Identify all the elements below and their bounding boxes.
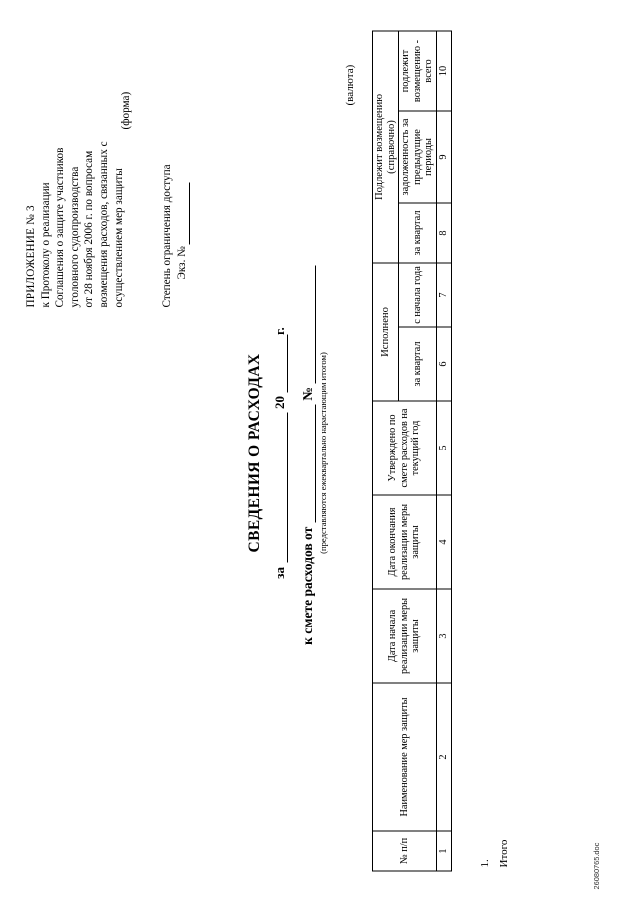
column-number-5: 5	[436, 400, 452, 495]
estimate-date-field[interactable]	[303, 404, 316, 523]
estimate-label: к смете расходов от	[300, 526, 315, 645]
currency-note: (валюта)	[344, 64, 356, 105]
appendix-line-1: к Протоколу о реализации	[39, 181, 52, 307]
access-restriction-block: Степень ограничения доступа Экз. №	[160, 164, 190, 307]
period-year-field[interactable]	[275, 334, 288, 393]
header-col-9: задолженность за предыдущие периоды	[398, 110, 437, 203]
column-number-4: 4	[436, 494, 452, 589]
column-number-9: 9	[436, 110, 452, 203]
header-col-8: за квартал	[398, 202, 437, 263]
column-number-6: 6	[436, 326, 452, 401]
column-number-8: 8	[436, 202, 452, 263]
table-column-number-row: 1 2 3 4 5 6 7 8 9 10	[436, 30, 452, 871]
table-row-item-1[interactable]: 1.	[479, 858, 491, 867]
header-group-podlezhit: Подлежит возмещению (справочно)	[372, 30, 399, 263]
period-year-prefix: 20	[272, 395, 287, 409]
copy-number-field[interactable]	[179, 181, 190, 244]
header-col-4: Дата окончания реализации меры защиты	[372, 494, 437, 589]
appendix-line-5: возмещения расходов, связанных с	[97, 140, 110, 307]
period-za-label: за	[272, 566, 287, 579]
header-group-ispolneno: Исполнено	[372, 262, 399, 401]
header-col-10: подлежит возмещению - всего	[398, 30, 437, 111]
column-number-7: 7	[436, 262, 452, 327]
expenses-table-wrapper: № п/п Наименование мер защиты Дата начал…	[372, 30, 452, 871]
appendix-line-6: осуществлением мер защиты	[112, 167, 125, 307]
appendix-line-2: Соглашения о защите участников	[54, 147, 67, 307]
estimate-number-label: №	[300, 386, 315, 401]
appendix-line-3: уголовного судопроизводства	[68, 166, 81, 307]
header-col-2: Наименование мер защиты	[372, 682, 437, 831]
copy-number-label: Экз. №	[176, 245, 188, 279]
appendix-title: ПРИЛОЖЕНИЕ № 3	[25, 204, 37, 307]
column-number-1: 1	[436, 830, 452, 871]
column-number-2: 2	[436, 682, 452, 831]
estimate-number-field[interactable]	[303, 264, 316, 383]
header-group-podlezhit-sub: (справочно)	[385, 119, 397, 174]
appendix-line-4: от 28 ноября 2006 г. по вопросам	[83, 150, 96, 307]
header-col-1: № п/п	[372, 830, 437, 871]
submission-note: (представляются ежеквартально нарастающи…	[318, 351, 328, 554]
table-row-total[interactable]: Итого	[498, 839, 510, 867]
access-restriction-label: Степень ограничения доступа	[161, 163, 173, 307]
period-line: за 20 г.	[272, 0, 288, 905]
header-col-7: с начала года	[398, 262, 437, 327]
estimate-reference-line: к смете расходов от №	[300, 0, 316, 905]
file-code: 26080765.doc	[592, 842, 601, 889]
table-group-header-row: № п/п Наименование мер защиты Дата начал…	[372, 30, 437, 871]
appendix-reference-block: ПРИЛОЖЕНИЕ № 3 к Протоколу о реализации …	[24, 7, 126, 307]
period-value-field[interactable]	[275, 412, 288, 563]
form-note: (форма)	[120, 91, 132, 129]
header-group-podlezhit-main: Подлежит возмещению	[374, 93, 385, 200]
period-year-suffix: г.	[272, 326, 287, 335]
expenses-table: № п/п Наименование мер защиты Дата начал…	[372, 30, 452, 871]
column-number-10: 10	[436, 30, 452, 111]
page-title: СВЕДЕНИЯ О РАСХОДАХ	[246, 352, 263, 553]
column-number-3: 3	[436, 588, 452, 683]
header-col-3: Дата начала реализации меры защиты	[372, 588, 437, 683]
header-col-6: за квартал	[398, 326, 437, 401]
table-body-rows: 1. Итого	[476, 839, 514, 867]
header-col-5: Утверждено по смете расходов на текущий …	[372, 400, 437, 495]
